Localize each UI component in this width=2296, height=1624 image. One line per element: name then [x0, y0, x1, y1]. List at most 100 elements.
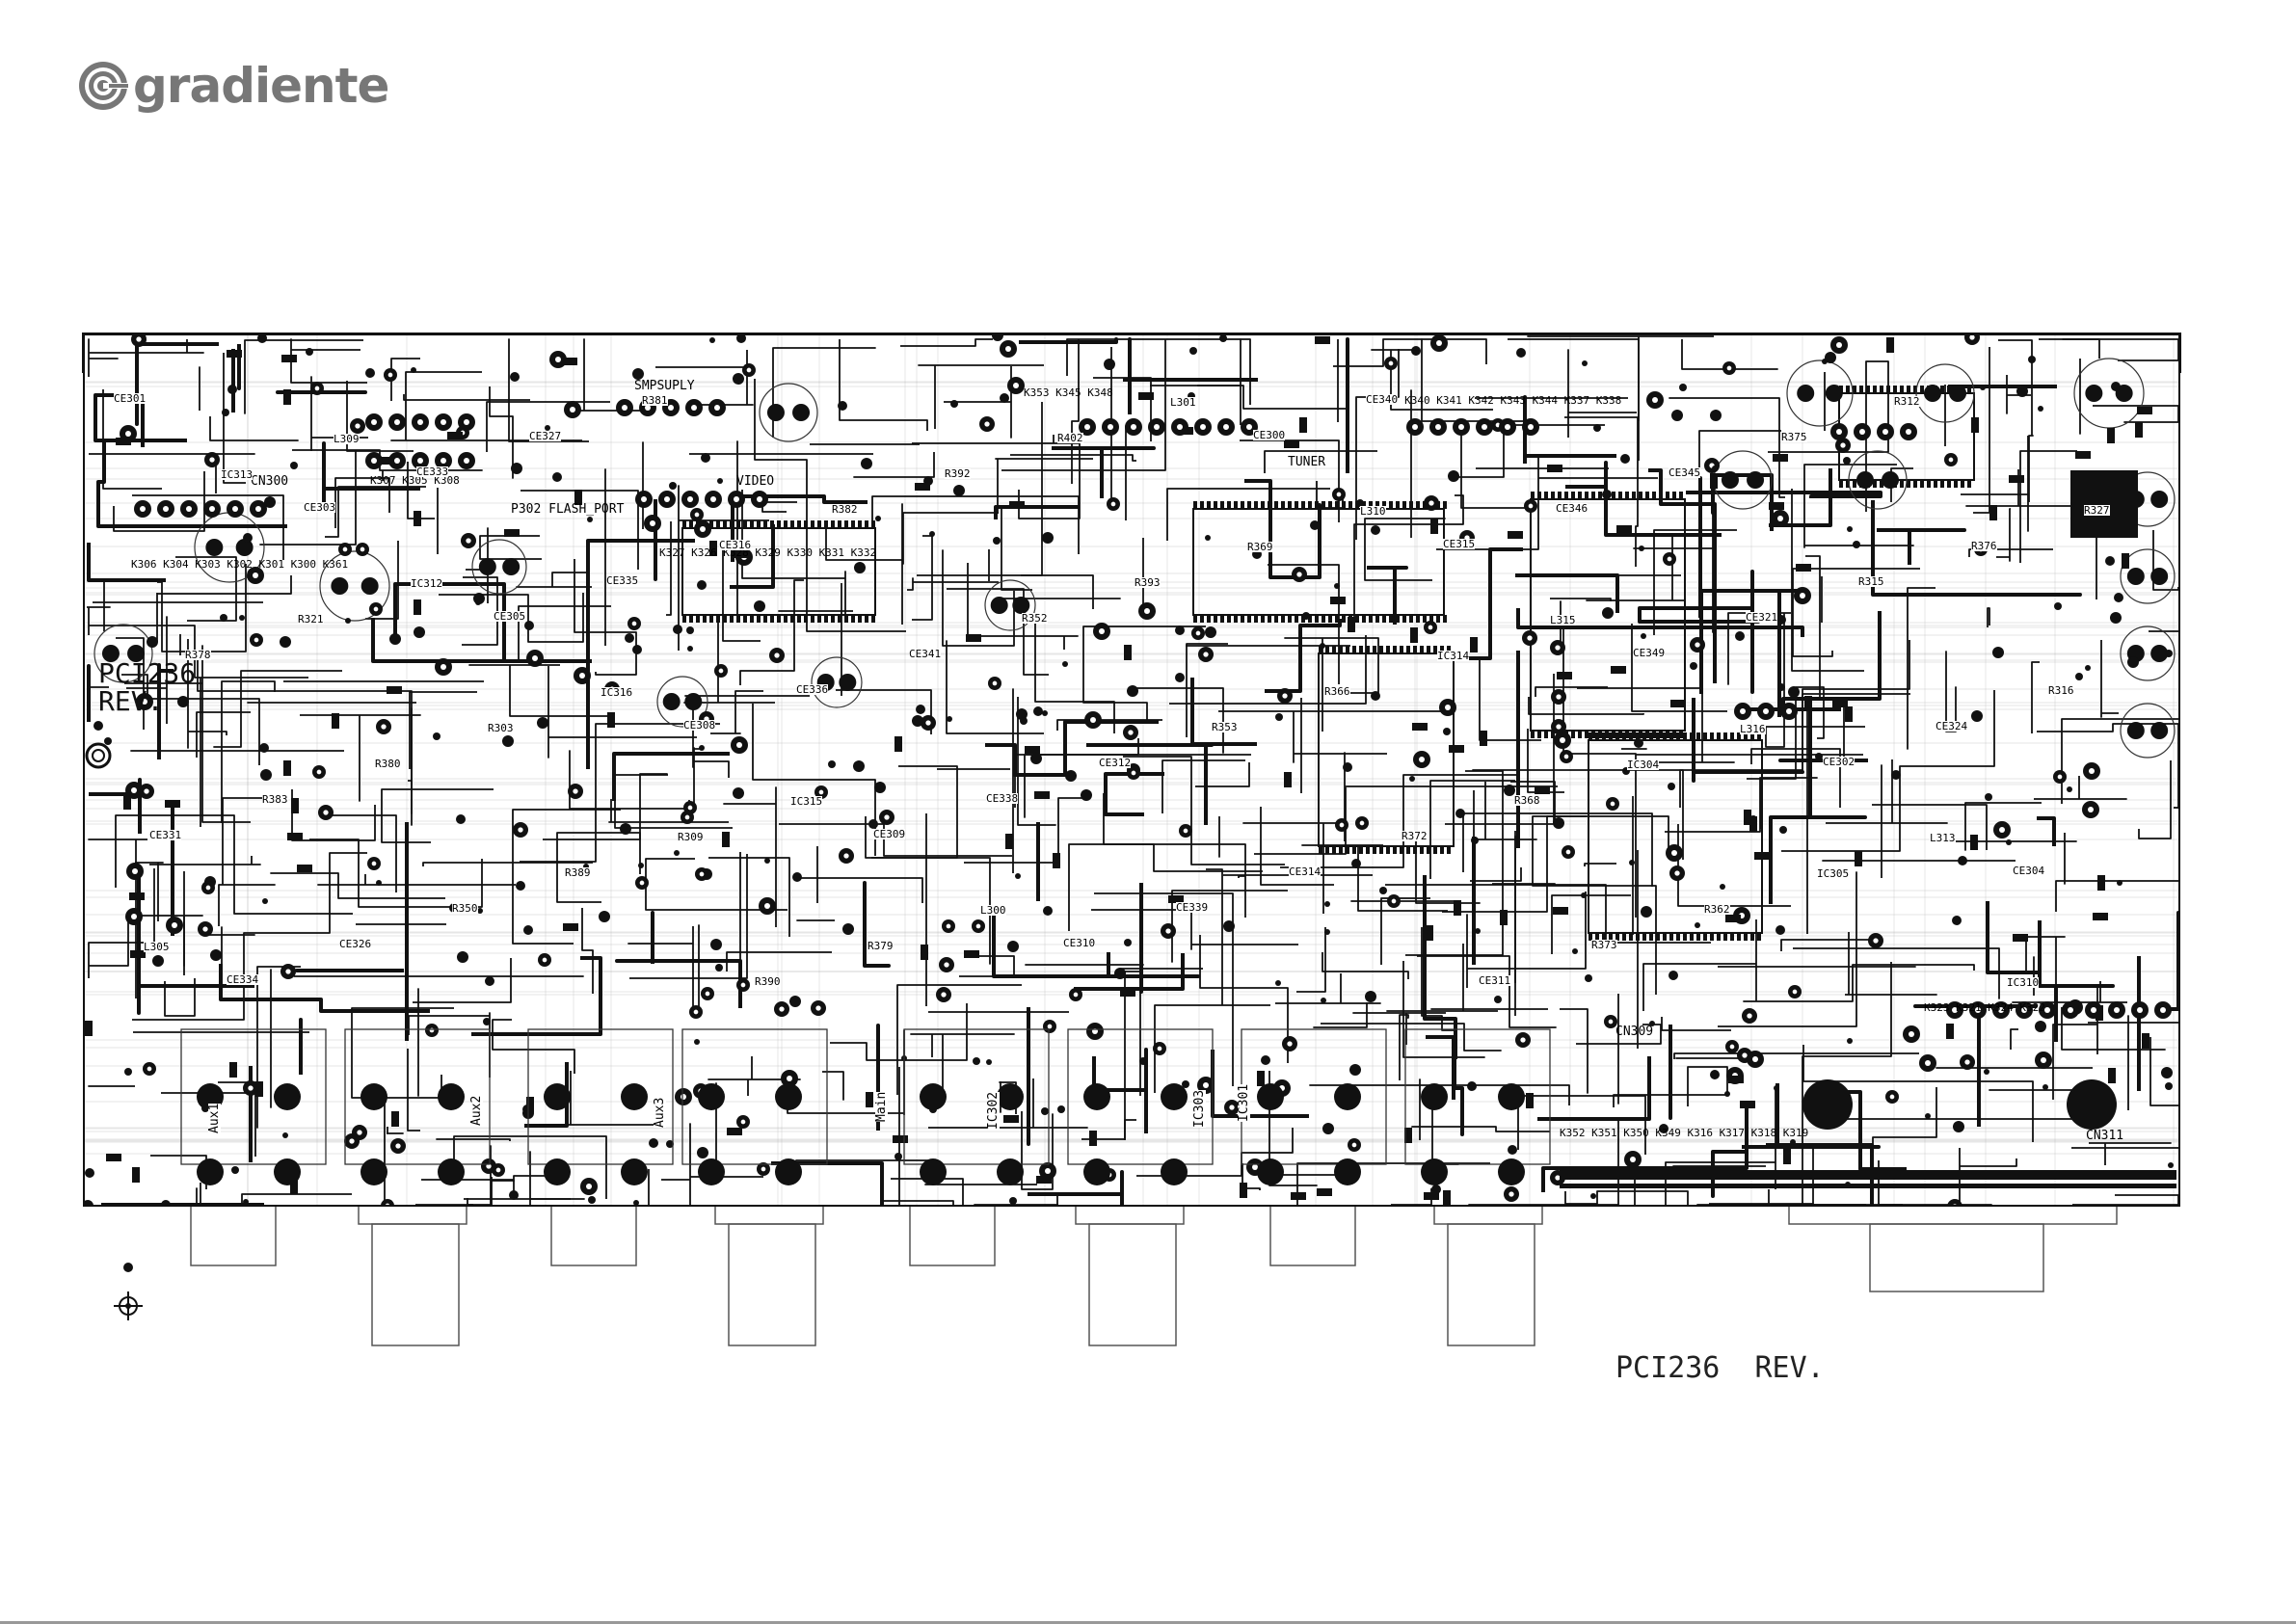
- via-pad: [1602, 490, 1612, 499]
- designator-ce303: CE303: [304, 501, 336, 514]
- capacitor-outline: [319, 550, 390, 622]
- contact-row-k327: K327 K326 K328 K329 K330 K331 K332: [659, 546, 877, 559]
- mounting-pad: [1802, 1079, 1853, 1130]
- smd-pad: [504, 529, 520, 537]
- capacitor-outline: [2120, 548, 2176, 604]
- via-pad: [1504, 785, 1515, 796]
- designator-ce321: CE321: [1746, 611, 1778, 624]
- designator-l316: L316: [1740, 723, 1766, 735]
- via-pad: [792, 872, 802, 882]
- jack-pad: [1498, 1158, 1525, 1185]
- via-pad: [511, 463, 522, 474]
- via-pad: [1057, 1105, 1065, 1113]
- smd-pad: [414, 511, 421, 526]
- via-pad: [1007, 941, 1019, 952]
- smd-pad: [1710, 473, 1718, 489]
- smd-pad: [1804, 696, 1812, 711]
- via-pad: [717, 478, 723, 484]
- smd-pad: [1773, 454, 1788, 462]
- via-pad: [485, 976, 494, 986]
- board-title-line1: PCI236: [98, 657, 197, 689]
- via-pad: [875, 516, 881, 521]
- board-title-line2: REV.: [98, 685, 164, 718]
- designator-l301: L301: [1170, 396, 1196, 409]
- smd-pad: [2107, 428, 2115, 443]
- capacitor-outline: [759, 383, 818, 442]
- designator-l309: L309: [334, 433, 360, 445]
- smd-pad: [1749, 816, 1757, 832]
- jack-pad: [1083, 1083, 1110, 1110]
- capacitor-pad: [101, 645, 120, 662]
- designator-r378: R378: [185, 649, 211, 661]
- via-pad: [1041, 1107, 1049, 1115]
- designator-ce327: CE327: [529, 430, 562, 442]
- smd-pad: [1769, 502, 1784, 510]
- via-pad: [243, 1199, 249, 1205]
- via-pad: [2117, 880, 2122, 886]
- designator-r312: R312: [1894, 395, 1920, 408]
- via-pad: [2114, 593, 2123, 602]
- via-pad: [282, 1132, 288, 1138]
- via-pad: [1980, 385, 1986, 390]
- jack-pad: [775, 1158, 802, 1185]
- jack-pad: [698, 1158, 725, 1185]
- smd-pad: [283, 760, 291, 776]
- capacitor-pad: [1855, 471, 1874, 489]
- designator-ce333: CE333: [416, 466, 449, 478]
- capacitor-pad: [127, 645, 146, 662]
- via-pad: [953, 485, 965, 496]
- via-pad: [916, 705, 925, 714]
- via-pad: [1668, 783, 1675, 790]
- via-pad: [290, 462, 298, 469]
- contact-row-k306: K306 K304 K303 K302 K301 K300 K361: [131, 558, 349, 571]
- smd-pad: [165, 800, 180, 808]
- smd-pad: [116, 438, 131, 445]
- via-pad: [2168, 1162, 2174, 1168]
- via-pad: [552, 472, 562, 482]
- smd-pad: [966, 634, 981, 642]
- via-pad: [1471, 837, 1479, 844]
- rca-jack-outline: [1404, 1028, 1551, 1165]
- rca-jack-outline: [344, 1028, 491, 1165]
- smd-pad: [562, 358, 577, 365]
- capacitor-outline: [2120, 626, 2176, 681]
- board-title-bottom: PCI236 REV.: [1615, 1351, 1825, 1385]
- smd-pad: [129, 892, 145, 900]
- smd-pad: [290, 1179, 298, 1194]
- via-pad: [1475, 928, 1481, 934]
- jack-pad: [997, 1158, 1024, 1185]
- capacitor-pad: [1825, 385, 1843, 402]
- via-pad: [1669, 971, 1678, 980]
- designator-l305: L305: [144, 941, 170, 953]
- smd-pad: [1003, 1115, 1019, 1123]
- via-pad: [93, 721, 103, 731]
- jack-label-aux2: Aux2: [469, 1095, 484, 1126]
- smd-pad: [1946, 1024, 1954, 1039]
- jack-pad: [274, 1083, 301, 1110]
- via-pad: [104, 737, 112, 745]
- smd-pad: [1855, 851, 1862, 866]
- via-pad: [854, 562, 866, 573]
- via-pad: [1815, 753, 1823, 760]
- via-pad: [1992, 647, 2004, 658]
- smd-pad: [2122, 553, 2129, 569]
- capacitor-outline: [93, 624, 153, 683]
- designator-r368: R368: [1514, 794, 1540, 807]
- jack-label-ic302: IC302: [986, 1091, 1001, 1130]
- designator-ce339: CE339: [1176, 901, 1209, 914]
- designator-ce338: CE338: [986, 792, 1019, 805]
- via-pad: [1321, 998, 1326, 1003]
- capacitor-pad: [1747, 471, 1765, 489]
- designator-r327: R327: [2084, 504, 2110, 517]
- smd-pad: [1284, 440, 1299, 448]
- smd-pad: [1404, 1128, 1412, 1143]
- jack-pad: [1334, 1158, 1361, 1185]
- designator-r315: R315: [1858, 575, 1884, 588]
- jack-label-aux3: Aux3: [653, 1097, 667, 1128]
- smd-pad: [1009, 501, 1025, 509]
- designator-ic305: IC305: [1817, 867, 1850, 880]
- jack-pad: [621, 1083, 648, 1110]
- via-pad: [638, 863, 644, 868]
- via-pad: [2016, 386, 2028, 397]
- capacitor-pad: [235, 539, 254, 556]
